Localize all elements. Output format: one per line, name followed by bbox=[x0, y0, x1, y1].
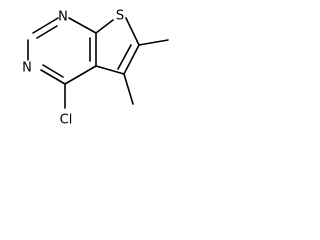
bond-c6-c5-inner bbox=[117, 44, 132, 70]
chemical-structure-canvas: N N S Cl bbox=[0, 0, 182, 138]
bond-c6-methyl bbox=[138, 39, 169, 46]
atom-label-n-top: N bbox=[58, 10, 68, 25]
atom-label-cl: Cl bbox=[60, 113, 73, 128]
atom-label-s: S bbox=[116, 9, 124, 24]
bond-c8a-s bbox=[95, 19, 114, 34]
bond-c4a-c4 bbox=[64, 65, 97, 85]
bond-c2-n1-inner bbox=[36, 25, 58, 39]
bond-c5-c4a bbox=[95, 65, 125, 75]
bond-c2-n1-top bbox=[32, 17, 59, 34]
bond-c4-n3 bbox=[40, 69, 66, 85]
bond-c5-methyl bbox=[123, 73, 134, 105]
bond-c6-c5 bbox=[123, 44, 140, 75]
bond-s-c6 bbox=[125, 17, 140, 46]
atom-label-n-left: N bbox=[22, 61, 32, 76]
bond-n1-c8a bbox=[68, 17, 97, 34]
bond-c4-n3-inner bbox=[42, 64, 64, 78]
thienopyrimidine-structure: N N S Cl bbox=[22, 9, 169, 128]
